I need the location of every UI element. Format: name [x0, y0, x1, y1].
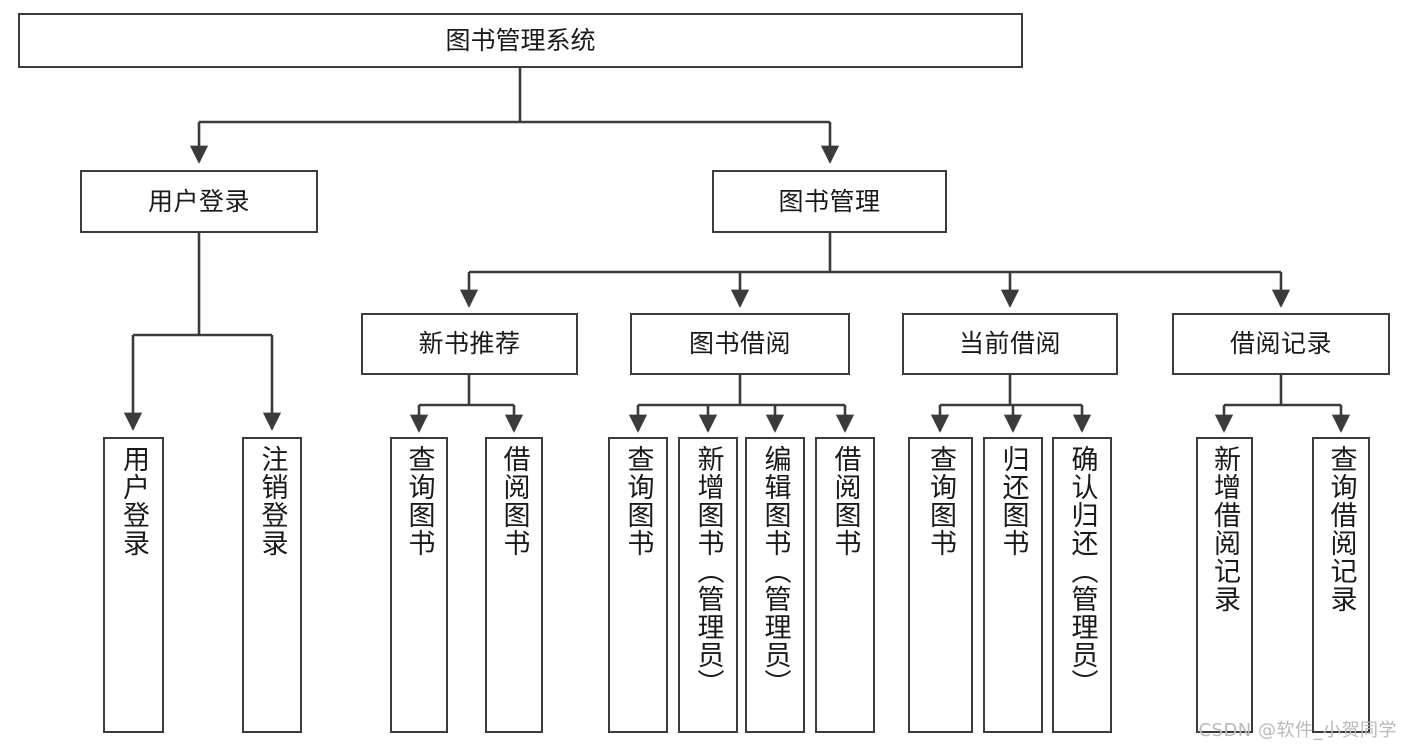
node-label: 查询图书: [403, 445, 435, 557]
node-book-management-system[interactable]: 图书管理系统: [18, 13, 1023, 68]
node-borrowing-record[interactable]: 借阅记录: [1172, 313, 1390, 375]
node-label: 图书借阅: [688, 329, 791, 358]
node-label: 新书推荐: [418, 329, 521, 358]
node-label: 查询图书: [925, 445, 956, 557]
leaf-logout[interactable]: 注销登录: [242, 437, 302, 733]
node-label: 图书管理: [778, 186, 881, 216]
node-book-management[interactable]: 图书管理: [712, 170, 947, 233]
leaf-add-borrow-record[interactable]: 新增借阅记录: [1196, 437, 1253, 733]
node-book-borrowing[interactable]: 图书借阅: [630, 313, 850, 375]
node-label: 查询图书: [622, 445, 654, 557]
node-user-login[interactable]: 用户登录: [80, 170, 318, 233]
node-current-borrowing[interactable]: 当前借阅: [902, 313, 1118, 375]
leaf-borrow-book[interactable]: 借阅图书: [815, 437, 875, 733]
leaf-query-book-new[interactable]: 查询图书: [390, 437, 448, 733]
node-label: 编辑图书（管理员）: [759, 445, 791, 697]
leaf-query-book-current[interactable]: 查询图书: [908, 437, 973, 733]
node-label: 新增图书（管理员）: [692, 445, 724, 697]
node-label: 归还图书: [997, 445, 1029, 557]
leaf-user-login[interactable]: 用户登录: [103, 437, 164, 733]
node-label: 图书管理系统: [445, 25, 596, 55]
node-label: 查询借阅记录: [1325, 445, 1357, 613]
node-label: 用户登录: [147, 186, 250, 216]
leaf-return-book[interactable]: 归还图书: [983, 437, 1043, 733]
node-label: 借阅图书: [498, 445, 530, 557]
node-label: 借阅图书: [829, 445, 861, 557]
node-label: 注销登录: [256, 445, 288, 557]
leaf-add-book-admin[interactable]: 新增图书（管理员）: [678, 437, 738, 733]
node-label: 新增借阅记录: [1209, 445, 1240, 613]
node-label: 用户登录: [118, 445, 149, 557]
node-new-book-recommendation[interactable]: 新书推荐: [361, 313, 578, 375]
leaf-confirm-return-admin[interactable]: 确认归还（管理员）: [1052, 437, 1112, 733]
node-label: 确认归还（管理员）: [1066, 445, 1098, 697]
leaf-borrow-book-new[interactable]: 借阅图书: [485, 437, 543, 733]
node-label: 借阅记录: [1229, 329, 1332, 358]
leaf-query-book-borrow[interactable]: 查询图书: [608, 437, 668, 733]
leaf-query-borrow-record[interactable]: 查询借阅记录: [1312, 437, 1370, 733]
leaf-edit-book-admin[interactable]: 编辑图书（管理员）: [745, 437, 805, 733]
node-label: 当前借阅: [958, 329, 1061, 358]
